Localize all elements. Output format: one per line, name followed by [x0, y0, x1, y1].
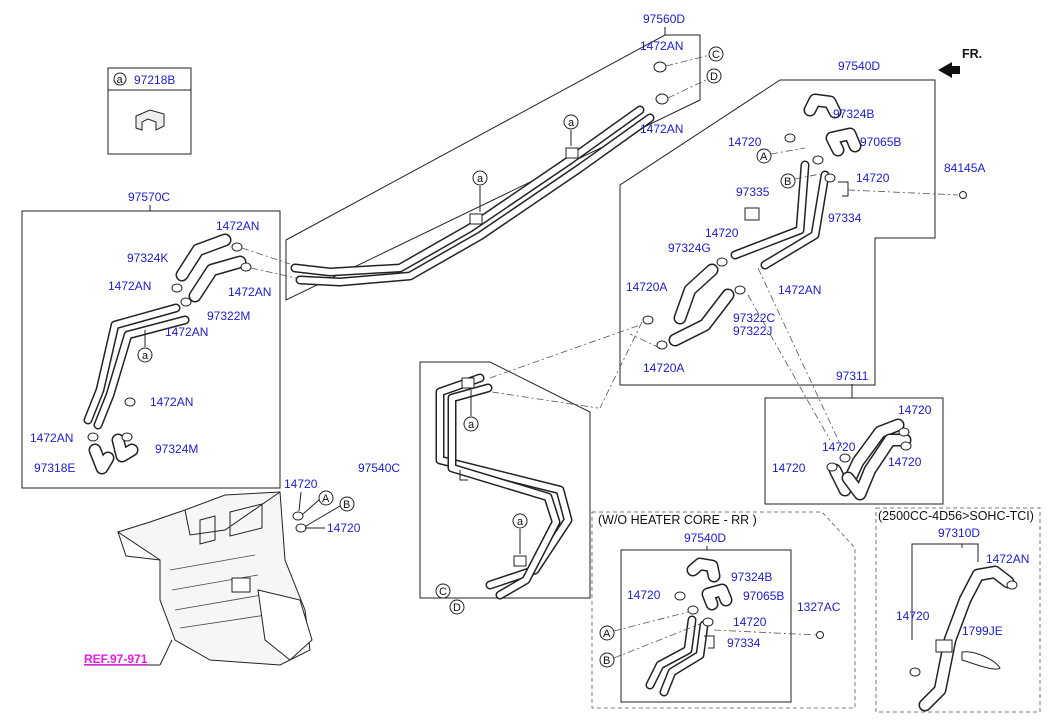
- ref-label: REF.97-971: [84, 652, 148, 666]
- label-97324M: 97324M: [155, 442, 198, 456]
- legend-part-number: 97218B: [134, 73, 175, 87]
- callout-a: a: [142, 350, 149, 362]
- callout-A: A: [603, 628, 611, 640]
- label-97334: 97334: [727, 636, 761, 650]
- heater-unit: REF.97-971 14720 14720 A B: [84, 477, 361, 666]
- wo-heater-note: (W/O HEATER CORE - RR ): [598, 513, 757, 527]
- label-97324B: 97324B: [833, 107, 874, 121]
- label-14720: 14720: [728, 135, 762, 149]
- group-97311: 97311 14720 14720 14720 14720: [764, 369, 944, 505]
- group-label-97570C: 97570C: [128, 190, 170, 204]
- engine-variant-note: (2500CC-4D56>SOHC-TCI): [878, 509, 1034, 523]
- callout-A: A: [322, 493, 330, 505]
- label-14720: 14720: [856, 171, 890, 185]
- callout-a: a: [517, 516, 524, 528]
- label-14720: 14720: [772, 461, 806, 475]
- label-1472AN: 1472AN: [640, 122, 683, 136]
- label-14720: 14720: [705, 226, 739, 240]
- front-direction-indicator: FR.: [938, 47, 982, 78]
- label-14720: 14720: [284, 477, 318, 491]
- callout-a: a: [568, 117, 575, 129]
- label-97335: 97335: [736, 185, 770, 199]
- legend-symbol: a: [117, 74, 124, 86]
- pipe-clip: [461, 377, 475, 389]
- callout-D: D: [453, 602, 461, 614]
- label-1472AN: 1472AN: [216, 219, 259, 233]
- label-14720: 14720: [888, 455, 922, 469]
- label-1472AN: 1472AN: [108, 279, 151, 293]
- label-97324G: 97324G: [668, 241, 711, 255]
- callout-B: B: [343, 499, 350, 511]
- label-1472AN: 1472AN: [165, 325, 208, 339]
- label-97322M: 97322M: [207, 309, 250, 323]
- nut-1327AC: [816, 631, 824, 639]
- group-label-97540C: 97540C: [358, 461, 400, 475]
- group-97540D: 97540D 97324B 97065B 14720 14720 84145A …: [599, 59, 985, 449]
- label-14720: 14720: [898, 403, 932, 417]
- callout-B: B: [784, 176, 791, 188]
- front-label: FR.: [962, 47, 982, 61]
- bracket-97334: [704, 635, 715, 649]
- label-14720: 14720: [733, 615, 767, 629]
- callout-D: D: [710, 71, 718, 83]
- label-1472AN: 1472AN: [640, 39, 683, 53]
- label-84145A: 84145A: [944, 161, 985, 175]
- clip-bracket-icon: [135, 109, 165, 131]
- label-14720A: 14720A: [626, 280, 667, 294]
- label-1327AC: 1327AC: [797, 600, 841, 614]
- wo-heater-core-section: (W/O HEATER CORE - RR ) 97540D 97324B 97…: [591, 511, 856, 709]
- label-1472AN: 1472AN: [150, 395, 193, 409]
- label-14720: 14720: [627, 588, 661, 602]
- label-97322C: 97322C: [733, 311, 775, 325]
- label-97065B: 97065B: [860, 135, 901, 149]
- label-14720A: 14720A: [643, 361, 684, 375]
- group-label-97540D-sub: 97540D: [684, 531, 726, 545]
- callout-C: C: [439, 586, 447, 598]
- group-97570C: 97570C 1472AN 97324K 1472AN 1472AN 97322…: [21, 190, 297, 489]
- group-label-97310D: 97310D: [938, 526, 980, 540]
- legend-box: a 97218B: [107, 67, 192, 155]
- pipe-clip: [565, 147, 579, 159]
- label-97324K: 97324K: [127, 251, 168, 265]
- group-97560D: 97560D 1472AN 1472AN C D a a: [285, 12, 724, 301]
- label-1472AN: 1472AN: [228, 285, 271, 299]
- label-1472AN: 1472AN: [986, 552, 1029, 566]
- label-1472AN: 1472AN: [778, 283, 821, 297]
- cable-tie: [961, 651, 1001, 670]
- group-label-97560D: 97560D: [643, 12, 685, 26]
- label-1472AN: 1472AN: [30, 431, 73, 445]
- group-label-97311: 97311: [836, 369, 869, 383]
- callout-a: a: [477, 173, 484, 185]
- callout-B: B: [603, 655, 610, 667]
- pipe-clip: [469, 213, 483, 225]
- label-97334: 97334: [828, 211, 862, 225]
- label-97318E: 97318E: [34, 461, 75, 475]
- engine-variant-section: (2500CC-4D56>SOHC-TCI) 97310D 1472AN 147…: [875, 507, 1041, 713]
- pipe-clip: [513, 555, 527, 567]
- callout-a: a: [468, 419, 475, 431]
- group-97540C: 97540C a a C D: [358, 324, 641, 615]
- mount-bracket: [459, 470, 468, 481]
- hose-sleeve: [935, 639, 953, 653]
- label-97324B: 97324B: [731, 570, 772, 584]
- label-14720: 14720: [896, 609, 930, 623]
- label-97322J: 97322J: [733, 324, 772, 338]
- callout-A: A: [760, 151, 768, 163]
- bracket-97335: [744, 207, 760, 221]
- label-14720: 14720: [822, 440, 856, 454]
- label-1799JE: 1799JE: [962, 624, 1003, 638]
- bracket-97334: [838, 181, 849, 197]
- label-97065B: 97065B: [743, 589, 784, 603]
- group-label-97540D: 97540D: [838, 59, 880, 73]
- nut-84145A: [959, 191, 967, 199]
- callout-C: C: [712, 49, 720, 61]
- front-arrow-icon: [938, 62, 960, 78]
- label-14720: 14720: [327, 521, 361, 535]
